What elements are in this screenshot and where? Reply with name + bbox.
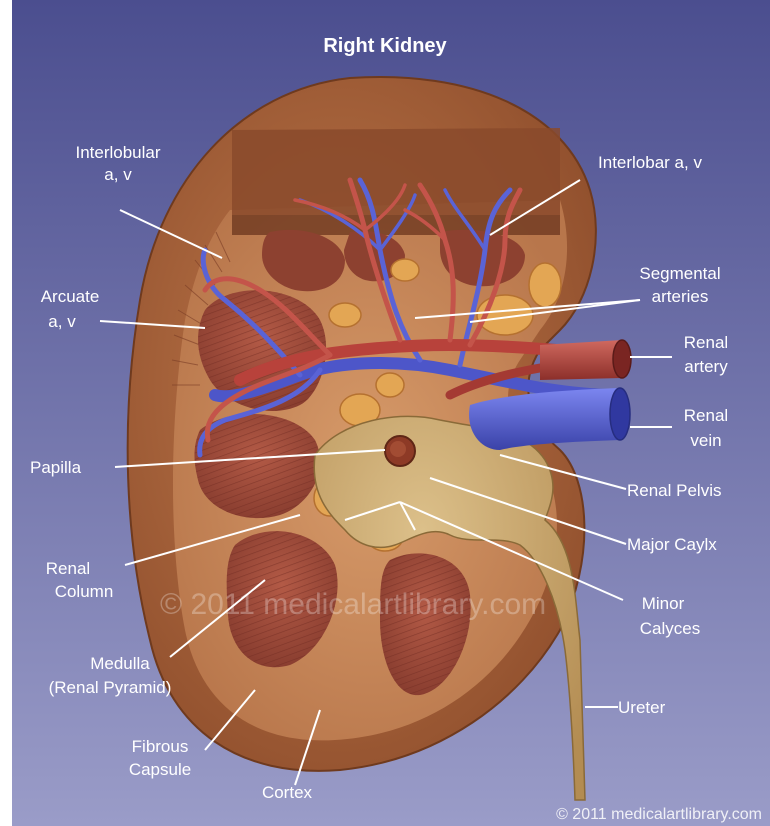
label-renal-artery-1: Renal [684,333,728,352]
label-renal-column-2: Column [55,582,114,601]
label-minor-calyces-1: Minor [642,594,685,613]
label-papilla: Papilla [30,458,82,477]
label-medulla-1: Medulla [90,654,150,673]
papilla-center [390,441,406,457]
footer-copyright: © 2011 medicalartlibrary.com [556,806,762,823]
label-fibrous-capsule-1: Fibrous [132,737,189,756]
label-renal-column-1: Renal [46,559,90,578]
label-ureter: Ureter [618,698,666,717]
label-interlobar: Interlobar a, v [598,153,702,172]
label-interlobular-1: Interlobular [75,143,160,162]
label-renal-vein-2: vein [690,431,721,450]
label-arcuate-1: Arcuate [41,287,100,306]
label-minor-calyces-2: Calyces [640,619,700,638]
label-renal-vein-1: Renal [684,406,728,425]
label-renal-pelvis: Renal Pelvis [627,481,722,500]
label-interlobular-2: a, v [104,165,132,184]
label-arcuate-2: a, v [48,312,76,331]
diagram-title: Right Kidney [323,35,447,57]
label-medulla-2: (Renal Pyramid) [49,678,172,697]
label-segmental-2: arteries [652,287,709,306]
label-major-calyx: Major Caylx [627,535,717,554]
watermark: © 2011 medicalartlibrary.com [160,588,546,621]
label-segmental-1: Segmental [639,264,720,283]
label-cortex: Cortex [262,783,313,802]
label-renal-artery-2: artery [684,357,728,376]
left-border [0,0,12,826]
renal-artery-shape [540,340,631,380]
label-fibrous-capsule-2: Capsule [129,760,191,779]
